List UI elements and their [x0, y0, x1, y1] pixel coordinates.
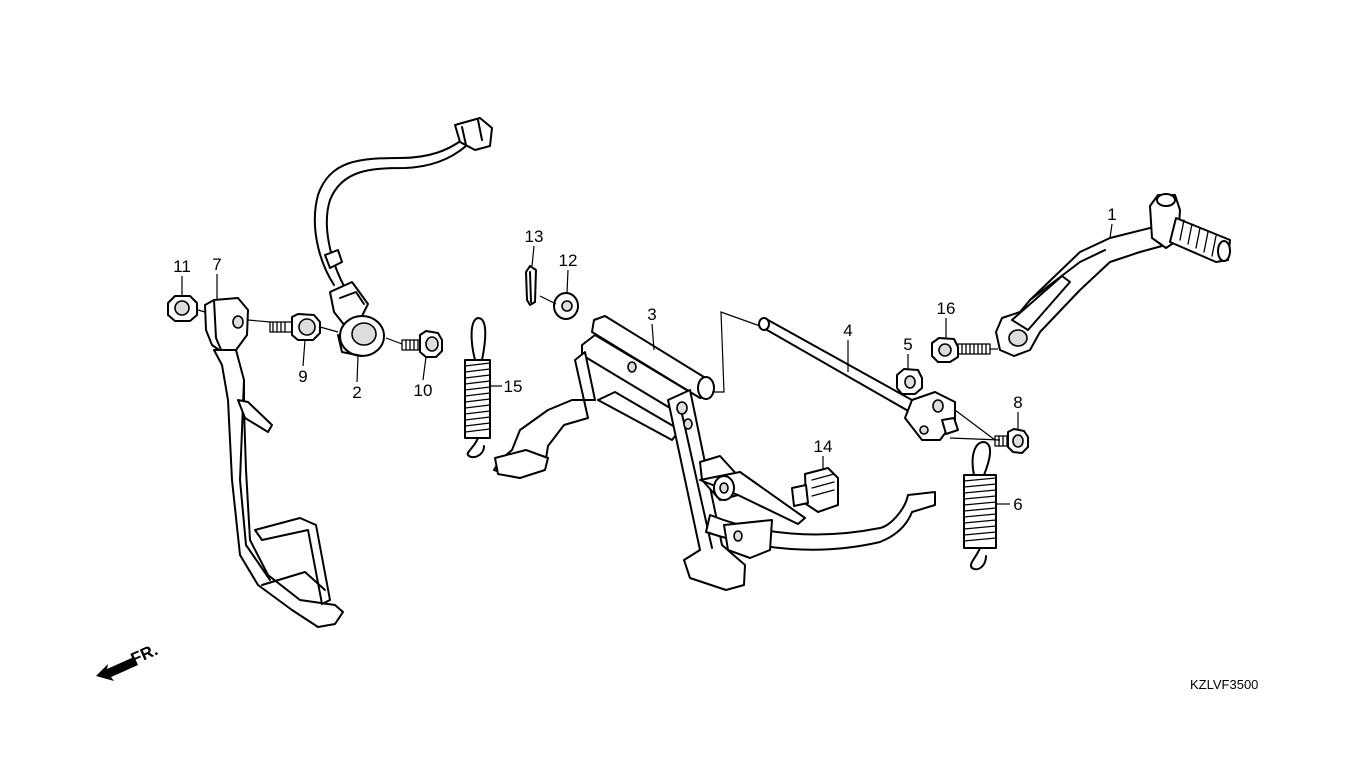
figure-code: KZLVF3500 [1190, 677, 1258, 692]
nut-part-11[interactable] [167, 295, 198, 322]
part-number-3: 3 [647, 305, 656, 324]
part-number-labels: 1 2 3 4 5 6 7 8 9 10 11 12 13 14 15 16 [173, 205, 1117, 514]
stopper-rubber-part-14[interactable] [791, 467, 839, 513]
part-number-10: 10 [414, 381, 433, 400]
bolt-part-16[interactable] [931, 337, 991, 363]
front-direction-indicator: FR. [96, 640, 161, 681]
nut-part-5[interactable] [896, 368, 923, 395]
kick-starter-arm-part-1[interactable] [995, 193, 1231, 357]
pivot-shaft-part-4[interactable] [758, 317, 959, 441]
part-number-9: 9 [298, 367, 307, 386]
part-number-7: 7 [212, 255, 221, 274]
bolt-part-9[interactable] [269, 313, 321, 341]
leader-lines [181, 223, 1113, 505]
side-stand-switch-part-2[interactable] [313, 117, 493, 357]
front-label: FR. [128, 640, 161, 668]
spring-part-15[interactable] [464, 317, 491, 459]
part-number-5: 5 [903, 335, 912, 354]
part-number-13: 13 [525, 227, 544, 246]
side-stand-part-7[interactable] [204, 297, 344, 628]
part-number-14: 14 [814, 437, 833, 456]
front-arrow-icon [96, 657, 138, 681]
main-stand-part-3[interactable] [493, 315, 936, 591]
cotter-pin-part-13[interactable] [525, 265, 537, 306]
part-number-15: 15 [504, 377, 523, 396]
bolt-part-10[interactable] [401, 330, 443, 358]
part-number-12: 12 [559, 251, 578, 270]
part-number-4: 4 [843, 321, 852, 340]
part-number-16: 16 [937, 299, 956, 318]
spring-part-6[interactable] [963, 441, 997, 571]
part-number-11: 11 [173, 257, 191, 276]
part-number-6: 6 [1013, 495, 1022, 514]
bolt-part-8[interactable] [994, 428, 1029, 454]
part-number-1: 1 [1107, 205, 1116, 224]
part-number-2: 2 [352, 383, 361, 402]
part-number-8: 8 [1013, 393, 1022, 412]
washer-part-12[interactable] [553, 292, 579, 320]
